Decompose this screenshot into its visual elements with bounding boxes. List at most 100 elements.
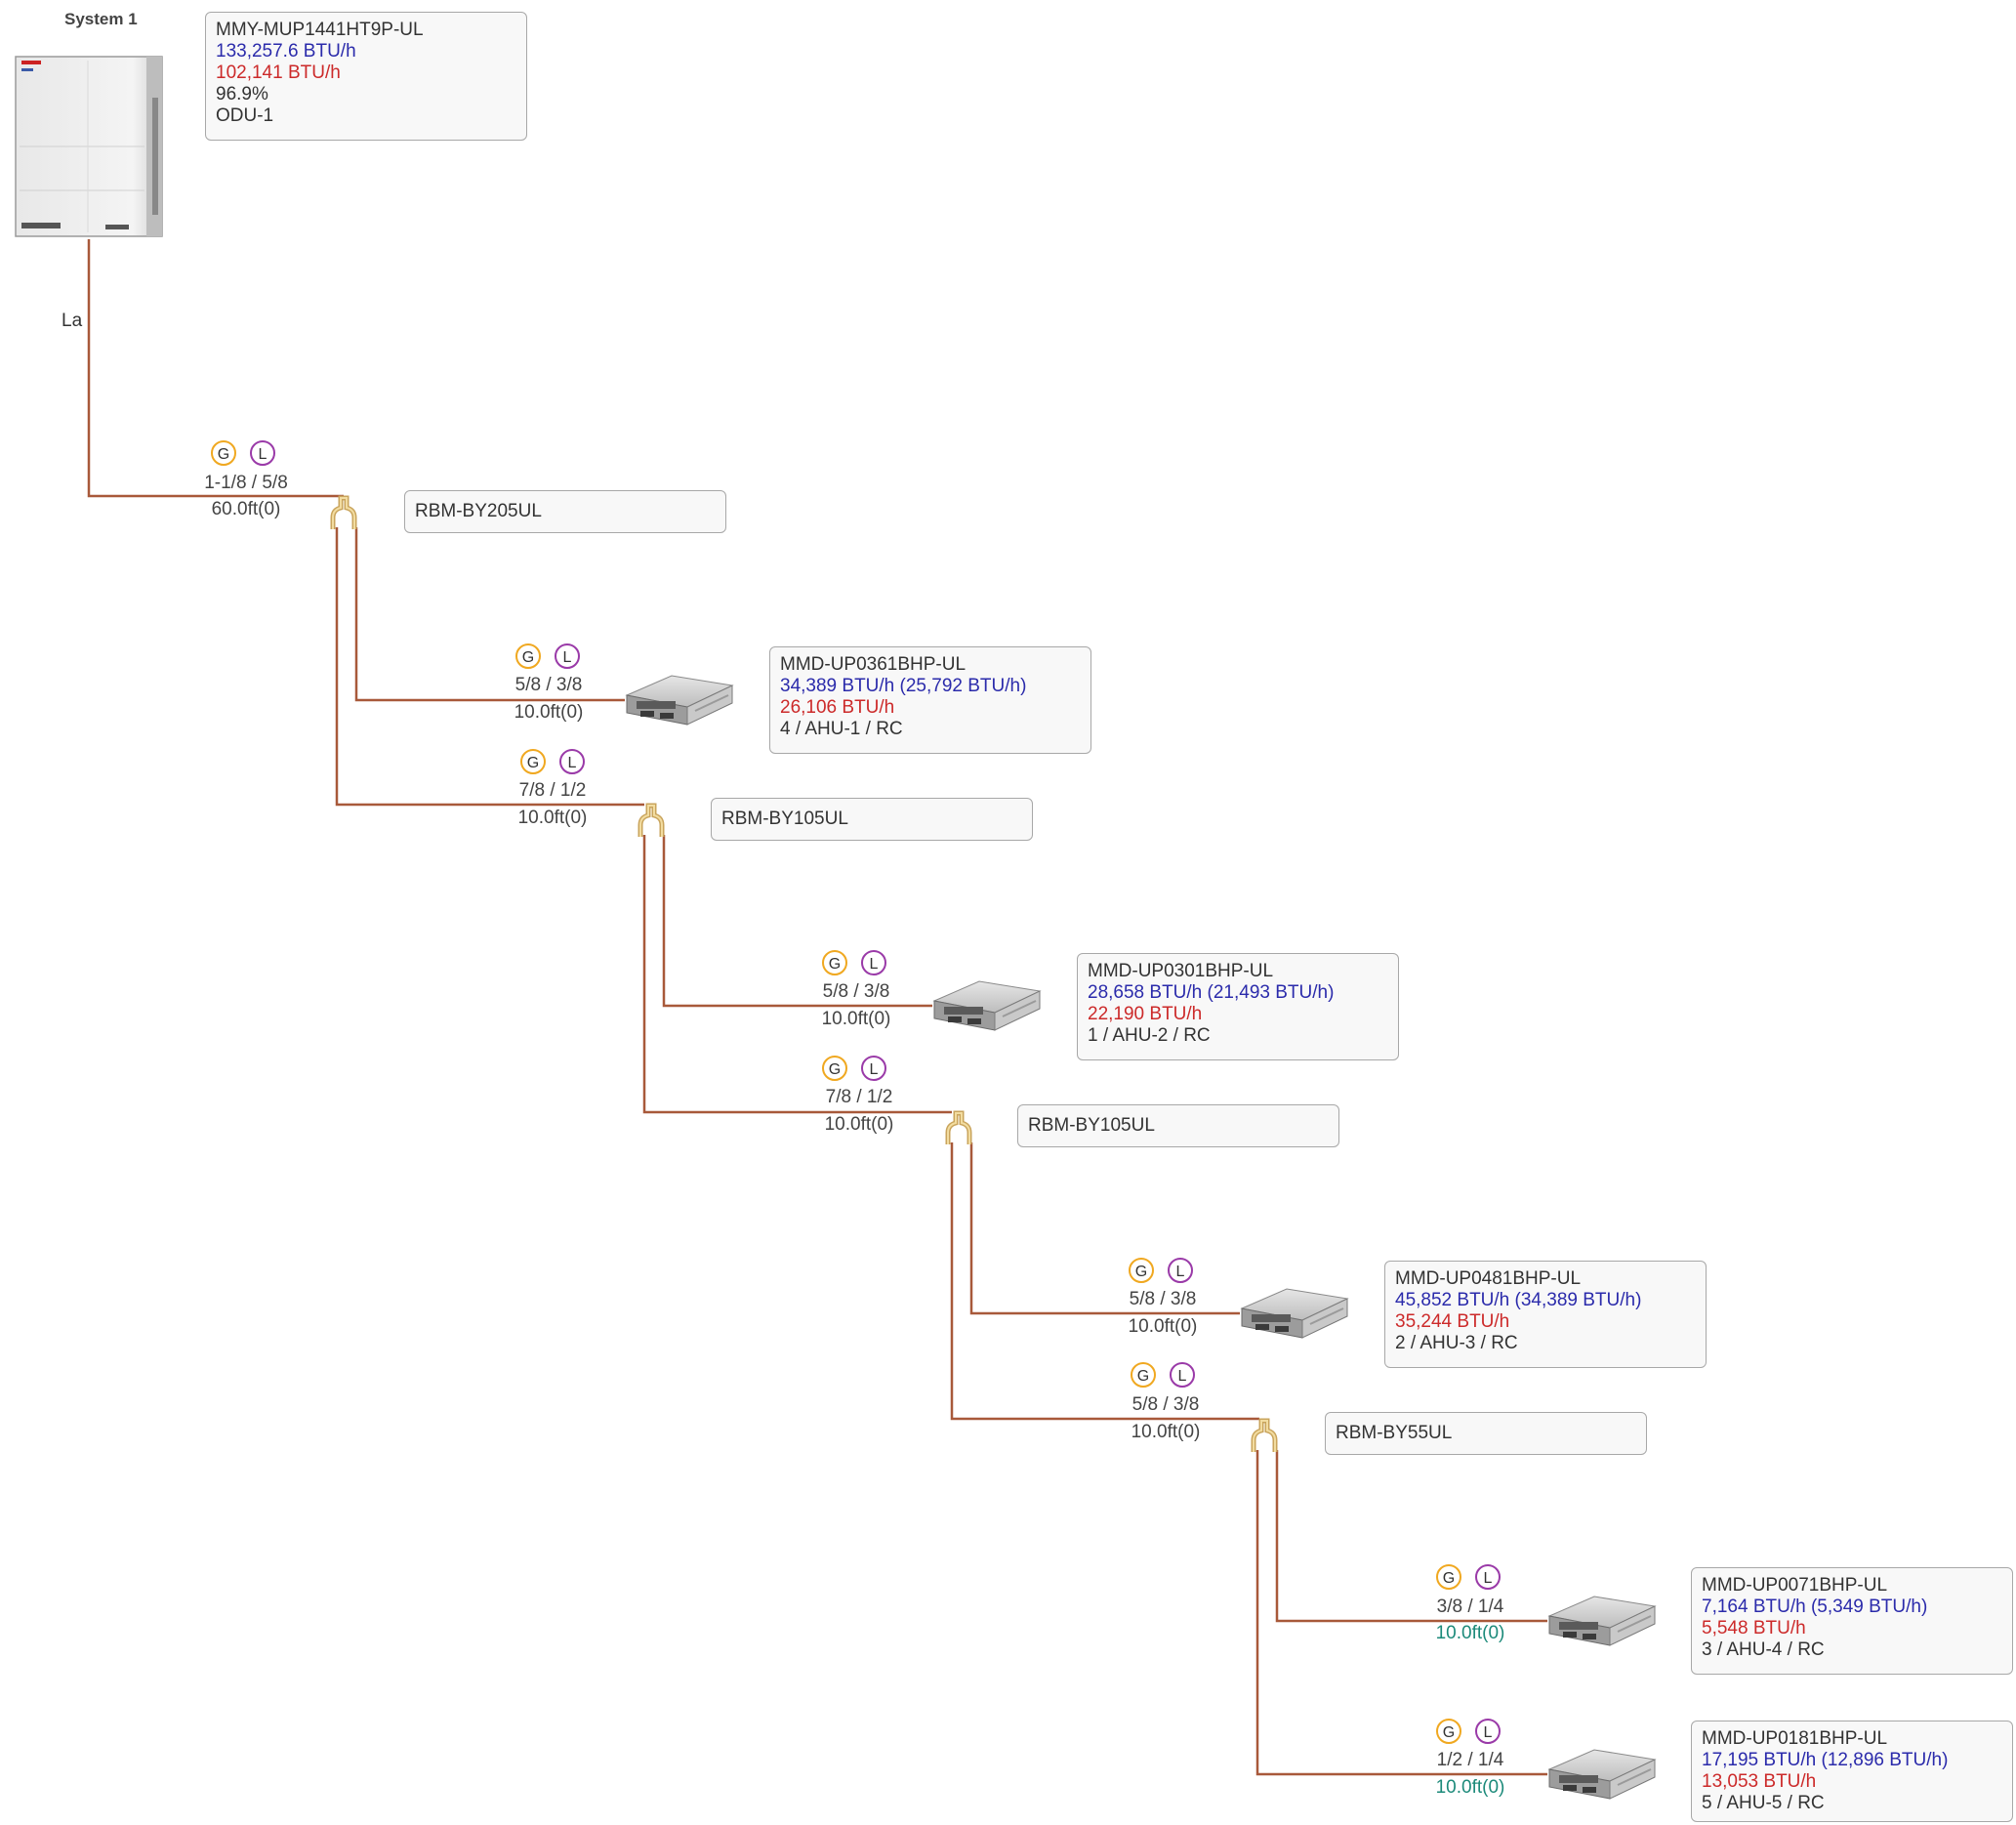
indoor-unit-image	[626, 675, 733, 726]
idu-heating-capacity: 13,053 BTU/h	[1702, 1771, 1817, 1792]
indoor-unit-image	[1548, 1749, 1656, 1800]
indoor-unit-image	[1241, 1288, 1348, 1339]
pipe-size-label: 1/2 / 1/4	[1436, 1750, 1504, 1770]
indoor-unit-info[interactable]: MMD-UP0301BHP-UL 28,658 BTU/h (21,493 BT…	[1077, 953, 1399, 1060]
pipe-size-label: 7/8 / 1/2	[518, 780, 587, 801]
gas-pipe-badge: G	[1436, 1719, 1461, 1744]
branch-joint-box[interactable]: RBM-BY105UL	[711, 798, 1033, 841]
idu-cooling-capacity: 45,852 BTU/h (34,389 BTU/h)	[1395, 1290, 1642, 1310]
branch-pipe-2	[335, 527, 644, 807]
pipe-size-label: 5/8 / 3/8	[514, 675, 583, 695]
liquid-pipe-badge: L	[1170, 1362, 1195, 1388]
idu-model: MMD-UP0361BHP-UL	[780, 654, 967, 675]
idu-cooling-capacity: 34,389 BTU/h (25,792 BTU/h)	[780, 676, 1027, 696]
pipe-badges: G L	[515, 643, 586, 673]
pipe-badges: G L	[1436, 1719, 1506, 1748]
idu-heating-capacity: 22,190 BTU/h	[1088, 1004, 1203, 1024]
pipe-badges: G L	[520, 749, 591, 778]
idu-info: 4 / AHU-1 / RC	[780, 719, 903, 739]
pipe-size-label: 1-1/8 / 5/8	[204, 473, 288, 493]
idu-model: MMD-UP0301BHP-UL	[1088, 961, 1274, 981]
joint-model: RBM-BY105UL	[1028, 1115, 1155, 1136]
pipe-length-label[interactable]: 10.0ft(0)	[514, 702, 584, 723]
y-joint-icon	[1254, 1421, 1275, 1452]
pipe-size-label: 5/8 / 3/8	[822, 981, 890, 1002]
pipe-badges: G L	[822, 1056, 892, 1085]
odu-cooling-capacity: 133,257.6 BTU/h	[216, 41, 356, 62]
branch-pipe-4	[642, 835, 952, 1114]
gas-pipe-badge: G	[1129, 1258, 1154, 1283]
pipe-length-label[interactable]: 10.0ft(0)	[1128, 1316, 1198, 1337]
branch-pipe-5	[969, 1142, 1240, 1315]
pipe-badges: G L	[822, 950, 892, 979]
indoor-unit-image	[933, 980, 1041, 1031]
idu-model: MMD-UP0481BHP-UL	[1395, 1268, 1582, 1289]
pipe-badges: G L	[1129, 1258, 1199, 1287]
idu-info: 3 / AHU-4 / RC	[1702, 1639, 1825, 1660]
pipe-network	[87, 239, 1547, 1776]
pipe-length-label[interactable]: 10.0ft(0)	[821, 1009, 891, 1029]
liquid-pipe-badge: L	[1475, 1564, 1501, 1590]
pipe-length-label[interactable]: 10.0ft(0)	[1131, 1422, 1201, 1442]
liquid-pipe-badge: L	[555, 643, 580, 669]
pipe-badges: G L	[1131, 1362, 1201, 1391]
pipe-size-label: 3/8 / 1/4	[1436, 1597, 1504, 1617]
idu-cooling-capacity: 7,164 BTU/h (5,349 BTU/h)	[1702, 1597, 1928, 1617]
idu-cooling-capacity: 17,195 BTU/h (12,896 BTU/h)	[1702, 1750, 1949, 1770]
odu-heating-capacity: 102,141 BTU/h	[216, 62, 341, 83]
pipe-badges: G L	[211, 440, 281, 470]
pipe-length-label[interactable]: 10.0ft(0)	[1435, 1623, 1505, 1643]
gas-pipe-badge: G	[822, 1056, 847, 1081]
idu-heating-capacity: 26,106 BTU/h	[780, 697, 895, 718]
pipe-length-label[interactable]: 10.0ft(0)	[517, 808, 588, 828]
pipe-length-label[interactable]: 10.0ft(0)	[1435, 1777, 1505, 1798]
branch-joint-box[interactable]: RBM-BY55UL	[1325, 1412, 1647, 1455]
liquid-pipe-badge: L	[1168, 1258, 1193, 1283]
idu-model: MMD-UP0071BHP-UL	[1702, 1575, 1888, 1596]
joint-model: RBM-BY105UL	[721, 809, 848, 829]
indoor-unit-info[interactable]: MMD-UP0361BHP-UL 34,389 BTU/h (25,792 BT…	[769, 646, 1091, 754]
pipe-badges: G L	[1436, 1564, 1506, 1594]
joint-model: RBM-BY55UL	[1336, 1423, 1453, 1443]
gas-pipe-badge: G	[822, 950, 847, 975]
gas-pipe-badge: G	[520, 749, 546, 774]
pipe-size-label: 5/8 / 3/8	[1131, 1394, 1200, 1415]
gas-pipe-badge: G	[1131, 1362, 1156, 1388]
branch-pipe-3	[662, 835, 932, 1008]
indoor-unit-info[interactable]: MMD-UP0181BHP-UL 17,195 BTU/h (12,896 BT…	[1691, 1721, 2013, 1822]
idu-heating-capacity: 35,244 BTU/h	[1395, 1311, 1510, 1332]
pipe-length-label[interactable]: 60.0ft(0)	[211, 499, 281, 519]
odu-model: MMY-MUP1441HT9P-UL	[216, 20, 424, 40]
branch-joint-box[interactable]: RBM-BY105UL	[1017, 1104, 1339, 1147]
liquid-pipe-badge: L	[861, 1056, 886, 1081]
indoor-unit-info[interactable]: MMD-UP0071BHP-UL 7,164 BTU/h (5,349 BTU/…	[1691, 1567, 2013, 1675]
odu-ratio: 96.9%	[216, 84, 268, 104]
y-joint-icon	[948, 1113, 969, 1144]
joint-model: RBM-BY205UL	[415, 501, 542, 521]
system-title: System 1	[64, 10, 138, 28]
indoor-unit-image	[1548, 1596, 1656, 1646]
liquid-pipe-badge: L	[1475, 1719, 1501, 1744]
idu-info: 2 / AHU-3 / RC	[1395, 1333, 1518, 1353]
main-pipe	[87, 239, 344, 498]
idu-heating-capacity: 5,548 BTU/h	[1702, 1618, 1806, 1638]
idu-model: MMD-UP0181BHP-UL	[1702, 1728, 1888, 1749]
main-line-label: La	[62, 311, 83, 331]
idu-info: 1 / AHU-2 / RC	[1088, 1025, 1211, 1046]
idu-cooling-capacity: 28,658 BTU/h (21,493 BTU/h)	[1088, 982, 1335, 1003]
pipe-size-label: 5/8 / 3/8	[1129, 1289, 1197, 1309]
outdoor-unit-info[interactable]: MMY-MUP1441HT9P-UL 133,257.6 BTU/h 102,1…	[205, 12, 527, 141]
branch-pipe-1	[354, 527, 625, 702]
branch-pipe-8	[1255, 1450, 1547, 1776]
y-joint-icon	[640, 806, 662, 837]
gas-pipe-badge: G	[211, 440, 236, 466]
branch-pipe-6	[950, 1142, 1259, 1421]
pipe-size-label: 7/8 / 1/2	[825, 1087, 893, 1107]
gas-pipe-badge: G	[515, 643, 541, 669]
branch-joint-box[interactable]: RBM-BY205UL	[404, 490, 726, 533]
pipe-length-label[interactable]: 10.0ft(0)	[824, 1114, 894, 1135]
branch-pipe-7	[1275, 1450, 1547, 1623]
idu-info: 5 / AHU-5 / RC	[1702, 1793, 1825, 1813]
indoor-unit-info[interactable]: MMD-UP0481BHP-UL 45,852 BTU/h (34,389 BT…	[1384, 1261, 1707, 1368]
